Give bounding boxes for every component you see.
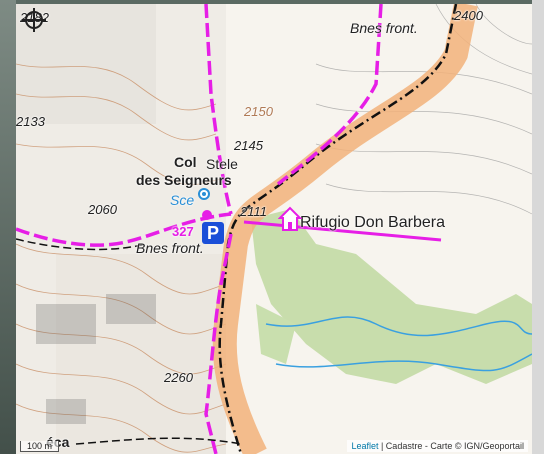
attribution: Leaflet | Cadastre - Carte © IGN/Geoport… [347, 440, 528, 452]
attribution-text: | Cadastre - Carte © IGN/Geoportail [378, 441, 524, 451]
crosshair-icon[interactable] [20, 6, 48, 34]
pass-name-line1: Col [174, 154, 197, 170]
elevation-label: 2260 [164, 370, 193, 385]
leaflet-link[interactable]: Leaflet [351, 441, 379, 451]
refuge-icon[interactable] [278, 206, 302, 232]
boundary-label: Bnes front. [136, 240, 204, 256]
stele-label: Stele [206, 156, 238, 172]
refuge-label: Rifugio Don Barbera [300, 214, 445, 231]
parking-number: 327 [172, 224, 194, 239]
route-point-marker[interactable] [200, 208, 214, 222]
map-tiles [16, 4, 532, 454]
window-edge-right [532, 0, 544, 454]
elevation-label: 2060 [88, 202, 117, 217]
elevation-label: 2145 [234, 138, 263, 153]
elevation-label: 2400 [454, 8, 483, 23]
elevation-label: 2133 [16, 114, 45, 129]
pass-name-line2: des Seigneurs [136, 172, 232, 188]
parking-icon[interactable]: P [202, 222, 224, 244]
water-source-icon [198, 188, 210, 200]
parking-letter: P [206, 223, 219, 243]
elevation-label: 2150 [244, 104, 273, 119]
elevation-label: 2111 [240, 204, 267, 219]
window-edge-left [0, 0, 16, 454]
scale-bar: 100 m [20, 441, 60, 452]
map-view[interactable]: 2182 2400 2133 2150 2145 2060 2111 2260 … [16, 4, 532, 454]
boundary-label: Bnes front. [350, 20, 418, 36]
source-label: Sce [170, 192, 195, 208]
